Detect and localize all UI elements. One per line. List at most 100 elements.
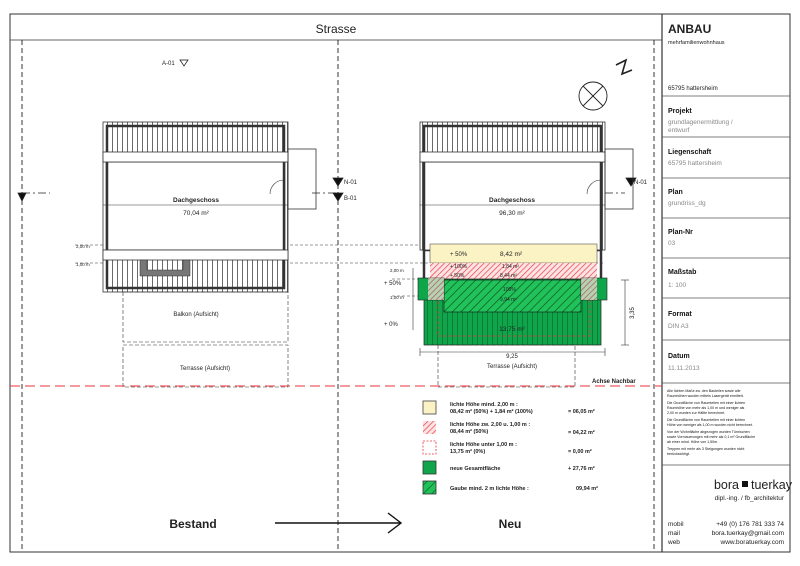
legend-3-value: = 0,00 m² (568, 448, 592, 455)
neu-dim-width: 9,25 (506, 354, 518, 360)
caption-bestand: Bestand (169, 517, 216, 531)
tb-format-value: DIN A3 (668, 323, 689, 330)
title-block-dividers (662, 95, 790, 466)
arrow-right-icon (275, 512, 403, 534)
tb-datum-value: 11.11.2013 (668, 365, 700, 372)
neu-pct-0-side: + 0% (384, 322, 399, 328)
legend-swatch-green (422, 460, 437, 475)
note-3b: Höhe von weniger als 1,00 m wurden nicht… (667, 423, 753, 427)
bestand-level-200: 2,00 m (76, 244, 90, 249)
section-line (17, 177, 637, 202)
tb-plan-label: Plan (668, 189, 683, 196)
balkon-label: Balkon (Aufsicht) (173, 312, 218, 318)
contact-mail-label: mail (668, 530, 680, 537)
tb-liegenschaft-label: Liegenschaft (668, 149, 712, 156)
note-4c: ab einer mind. Höhe von 1,50m. (667, 440, 718, 444)
neu-area-green: 13,75 m² (499, 326, 525, 333)
tb-format-label: Format (668, 311, 692, 318)
legend-5-value: 09,94 m² (576, 485, 598, 492)
note-4a: Von der Wohnfläche abgezogen wurden Türn… (667, 430, 750, 434)
contact-mobil-value: +49 (0) 176 781 333 74 (716, 521, 784, 528)
note-3a: Die Grundfläche von Raumteilen mit einer… (667, 418, 745, 422)
marker-a01: A-01 (162, 61, 175, 67)
tb-plannr-value: 03 (668, 240, 676, 247)
legend-4-line1: neue Gesamtfläche (450, 466, 500, 472)
neu-area-100: 1,84 m² (502, 264, 519, 270)
brand-logo: bora tuerkay (714, 478, 793, 492)
neu-pct-50b: + 50% (450, 273, 465, 279)
note-5a: Treppen mit mehr als 3 Steigungen wurden… (667, 447, 744, 451)
note-2b: Raumhöhe von mehr als 1,00 m und weniger… (667, 406, 745, 410)
legend-3-line1: lichte Höhe unter 1,00 m : (450, 442, 517, 448)
neu-area-gaube: 9,94 m² (500, 297, 517, 303)
tb-projekt-value2: entwurf (668, 127, 690, 134)
tb-projekt-label: Projekt (668, 108, 692, 115)
note-2a: Die Grundfläche von Raumteilen mit einer… (667, 401, 745, 405)
tb-plannr-label: Plan-Nr (668, 229, 693, 236)
note-1a: Alle lichten Maße zw. den Bauteilen sowi… (667, 389, 741, 393)
tb-projekt-value: grundlagenermittlung / (668, 119, 733, 126)
tb-subtitle: mehrfamilienwohnhaus (668, 40, 725, 46)
legend-2-line2: 08,44 m² (50%) (450, 428, 488, 435)
note-4b: sowie Vormauerungen mit mehr als 0,1 m² … (667, 435, 755, 439)
neu-gaube-pct: 100% (503, 287, 516, 293)
plan-neu (412, 121, 634, 388)
tb-liegenschaft-value: 65795 hattersheim (668, 160, 722, 167)
legend-swatch-yellow (422, 400, 437, 415)
bestand-terrasse-label: Terrasse (Aufsicht) (180, 366, 230, 372)
legend-5-line1: Gaube mind. 2 m lichte Höhe : (450, 486, 529, 492)
marker-b01: B-01 (344, 196, 357, 202)
note-2c: 2,00 m wurden zur Hälfte berechnet. (667, 411, 725, 415)
neu-area-red: 8,44 m² (500, 273, 517, 279)
legend-swatch-dashed (422, 440, 437, 455)
tb-massstab-label: Maßstab (668, 269, 696, 276)
legend-1-line1: lichte Höhe mind. 2,00 m : (450, 402, 518, 408)
legend-swatch-red (423, 421, 436, 434)
neu-pct-100: + 100% (450, 264, 468, 270)
neu-room-name: Dachgeschoss (489, 197, 535, 204)
note-1b: Raumhöhen wurden mittels Lasergerät ermi… (667, 394, 744, 398)
bestand-room-name: Dachgeschoss (173, 197, 219, 204)
neu-pct-50a: + 50% (450, 252, 468, 258)
legend-1-value: = 06,05 m² (568, 408, 595, 415)
brand-sub: dipl.-ing. / fb_architektur (715, 495, 785, 502)
legend-swatch-gaube (422, 480, 437, 495)
tb-datum-label: Datum (668, 353, 690, 360)
tb-plan-value: grundriss_dg (668, 200, 706, 207)
brand-right: tuerkay (751, 478, 793, 492)
level-marker-icon (179, 59, 189, 67)
tb-massstab-value: 1: 100 (668, 282, 686, 289)
neu-area-yellow: 8,42 m² (500, 251, 523, 258)
tb-title: ANBAU (668, 22, 711, 36)
tb-location: 65795 hattersheim (668, 86, 718, 92)
marker-n01: N-01 (344, 180, 358, 186)
legend (422, 400, 437, 495)
bestand-level-100: 1,00 m (76, 262, 90, 267)
neu-dim-depth: 3,35 (630, 307, 636, 319)
contact-web-label: web (667, 539, 680, 546)
brand-left: bora (714, 478, 739, 492)
contact-web-value[interactable]: www.boratuerkay.com (720, 539, 784, 546)
marker-n01-right: N-01 (634, 180, 648, 186)
bestand-room-area: 70,04 m² (183, 210, 209, 217)
neu-level-200: 2,00 m (390, 268, 404, 273)
area-red-hatched (430, 263, 597, 279)
street-label: Strasse (316, 22, 357, 36)
legend-3-line2: 13,75 m² (0%) (450, 448, 485, 455)
caption-neu: Neu (499, 517, 522, 531)
property-lines (21, 40, 655, 552)
neu-pct-50-side: + 50% (384, 281, 402, 287)
contact-mail-value[interactable]: bora.tuerkay@gmail.com (712, 530, 784, 537)
legend-2-value: = 04,22 m² (568, 429, 595, 436)
area-gaube (443, 279, 582, 313)
neu-level-100: 1,00 m (390, 295, 404, 300)
note-5b: berücksichtigt. (667, 452, 690, 456)
legend-4-value: + 27,76 m² (568, 465, 595, 472)
contact-mobil-label: mobil (668, 521, 684, 528)
tb-notes: Alle lichten Maße zw. den Bauteilen sowi… (667, 389, 755, 456)
neighbor-axis-label: Achse Nachbar (592, 379, 636, 385)
neu-room-area: 96,30 m² (499, 210, 525, 217)
legend-2-line1: lichte Höhe zw. 2,00 u. 1,00 m : (450, 422, 530, 428)
north-arrow-icon (578, 58, 633, 111)
